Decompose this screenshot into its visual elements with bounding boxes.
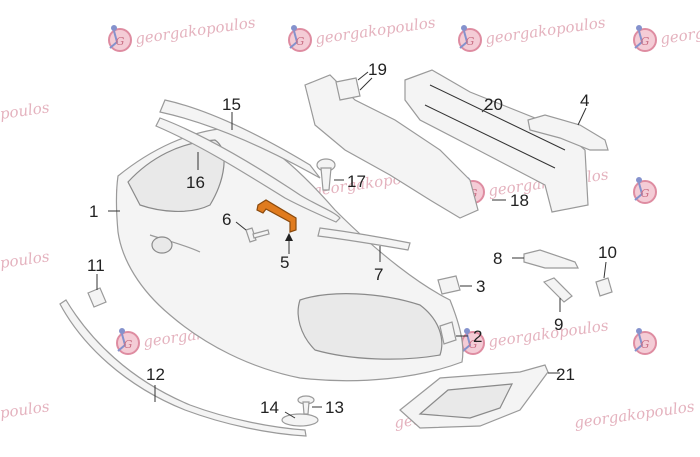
part-16-trim-strip (155, 117, 341, 223)
label-part-4: 4 (580, 91, 589, 110)
watermark-logo-icon (633, 24, 657, 52)
watermark-13: georgakopoulos (461, 316, 610, 355)
watermark-text: georgakopoulos (0, 247, 51, 282)
label-part-19: 19 (368, 60, 387, 79)
part-10-screw (595, 261, 613, 297)
watermark-17: georgakopoulos (573, 397, 696, 432)
label-part-9: 9 (554, 315, 563, 334)
part-9-screw (542, 277, 573, 312)
watermark-14 (633, 327, 657, 355)
watermark-4: georgakopoulos (633, 13, 700, 52)
part-19-clip (335, 71, 369, 101)
label-part-7: 7 (374, 265, 383, 284)
watermark-text: georgakopoulos (659, 13, 700, 48)
part-7-trim-strip (317, 227, 411, 262)
part-13-push-pin (297, 395, 322, 415)
label-part-13: 13 (325, 398, 344, 417)
watermark-text: georgakopoulos (0, 98, 51, 133)
watermark-logo-icon (116, 327, 140, 355)
label-part-15: 15 (222, 95, 241, 114)
label-part-21: 21 (556, 365, 575, 384)
part-12-lower-spoiler (59, 299, 307, 437)
part-14-grommet (281, 411, 319, 427)
watermark-logo-icon (633, 327, 657, 355)
part-21-fog-lamp-bezel (399, 364, 560, 429)
label-part-18: 18 (510, 191, 529, 210)
watermark-2: georgakopoulos (288, 13, 437, 52)
part-labels: 1 2 3 4 5 6 7 8 9 10 11 12 13 14 15 16 1… (87, 60, 617, 417)
part-17-push-clip (316, 158, 344, 191)
part-15-upper-retainer (159, 99, 321, 179)
label-part-8: 8 (493, 249, 502, 268)
part-5-bracket-highlighted (256, 199, 297, 254)
part-6-bolt (235, 221, 270, 243)
part-3-clip (437, 275, 472, 295)
label-part-6: 6 (222, 210, 231, 229)
watermark-text: georgakopoulos (484, 13, 607, 48)
part-20-reinforcement-beam (404, 69, 589, 213)
watermark-9 (633, 176, 657, 204)
part-4-side-bracket (527, 107, 609, 151)
label-part-16: 16 (186, 173, 205, 192)
label-part-11: 11 (87, 256, 105, 275)
watermark-text: georgakopoulos (487, 316, 610, 351)
leader-19 (359, 77, 373, 91)
watermark-text: georgakopoulos (573, 397, 696, 432)
part-2-clip (439, 321, 468, 345)
part-8-lamp-bracket (512, 249, 579, 269)
watermark-3: georgakopoulos (458, 13, 607, 52)
part-1-bumper-cover (115, 127, 464, 382)
part-18-energy-absorber (304, 74, 506, 219)
watermark-15: georgakopoulos (0, 397, 51, 432)
watermark-logo-icon (633, 176, 657, 204)
label-part-10: 10 (598, 243, 617, 262)
label-part-5: 5 (280, 253, 289, 272)
watermark-text: georgakopoulos (0, 397, 51, 432)
label-part-2: 2 (473, 327, 482, 346)
watermark-logo-icon (108, 24, 132, 52)
watermark-5: georgakopoulos (0, 98, 51, 133)
watermark-logo-icon (288, 24, 312, 52)
watermark-text: georgakopoulos (314, 13, 437, 48)
label-part-17: 17 (347, 172, 366, 191)
watermark-1: georgakopoulos (108, 13, 257, 52)
label-part-12: 12 (146, 365, 165, 384)
part-11-tow-cap (87, 274, 107, 308)
label-part-14: 14 (260, 398, 279, 417)
label-part-20: 20 (484, 95, 503, 114)
watermark-10: georgakopoulos (0, 247, 51, 282)
watermark-text: georgakopoulos (134, 13, 257, 48)
watermark-logo-icon (458, 24, 482, 52)
label-part-1: 1 (89, 202, 98, 221)
label-part-3: 3 (476, 277, 485, 296)
